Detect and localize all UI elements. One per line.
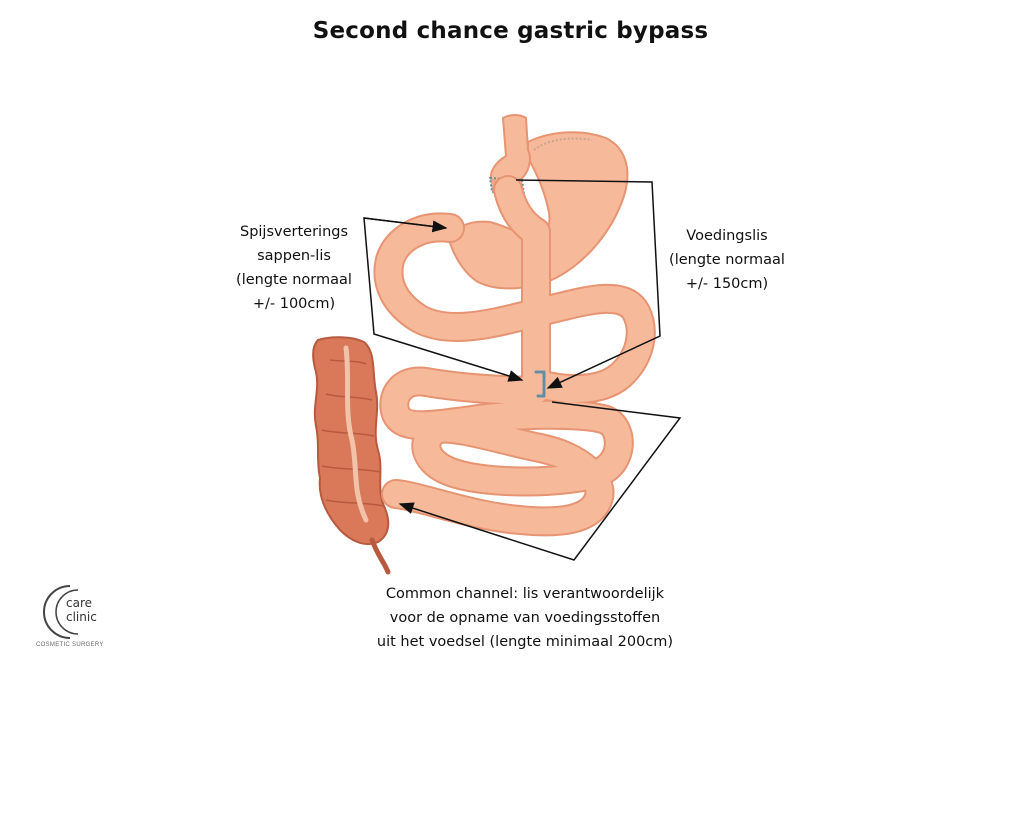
care-clinic-logo-icon [43, 585, 79, 639]
label-common-channel: Common channel: lis verantwoordelijk voo… [368, 582, 682, 654]
callout-lines [363, 179, 682, 561]
label-left-line-3: (lengte normaal [236, 272, 352, 288]
logo-line-care: care [66, 596, 93, 610]
label-biliopancreatic-limb: Spijsverterings sappen-lis (lengte norma… [221, 220, 367, 316]
label-left-line-4: +/- 100cm) [252, 296, 336, 312]
label-right-line-2: (lengte normaal [669, 252, 785, 268]
label-alimentary-limb: Voedingslis (lengte normaal +/- 150cm) [662, 224, 792, 296]
logo-subtitle: COSMETIC SURGERY [36, 642, 104, 648]
label-right-line-3: +/- 150cm) [685, 276, 769, 292]
diagram-title: Second chance gastric bypass [312, 18, 709, 44]
intestine-loops [373, 175, 656, 537]
label-bottom-line-1: Common channel: lis verantwoordelijk [385, 586, 665, 602]
label-left-line-2: sappen-lis [257, 248, 331, 264]
label-bottom-line-2: voor de opname van voedingsstoffen [389, 610, 661, 626]
logo-line-clinic: clinic [66, 610, 97, 624]
callout-bottom-bracket [398, 401, 682, 561]
callout-left-arrow-upper [363, 217, 448, 233]
colon [312, 336, 391, 575]
label-right-line-1: Voedingslis [686, 228, 768, 244]
callout-right-bracket [515, 179, 661, 389]
label-left-line-1: Spijsverterings [239, 224, 349, 240]
label-bottom-line-3: uit het voedsel (lengte minimaal 200cm) [376, 634, 674, 650]
logo-wordmark: care clinic [66, 596, 97, 624]
